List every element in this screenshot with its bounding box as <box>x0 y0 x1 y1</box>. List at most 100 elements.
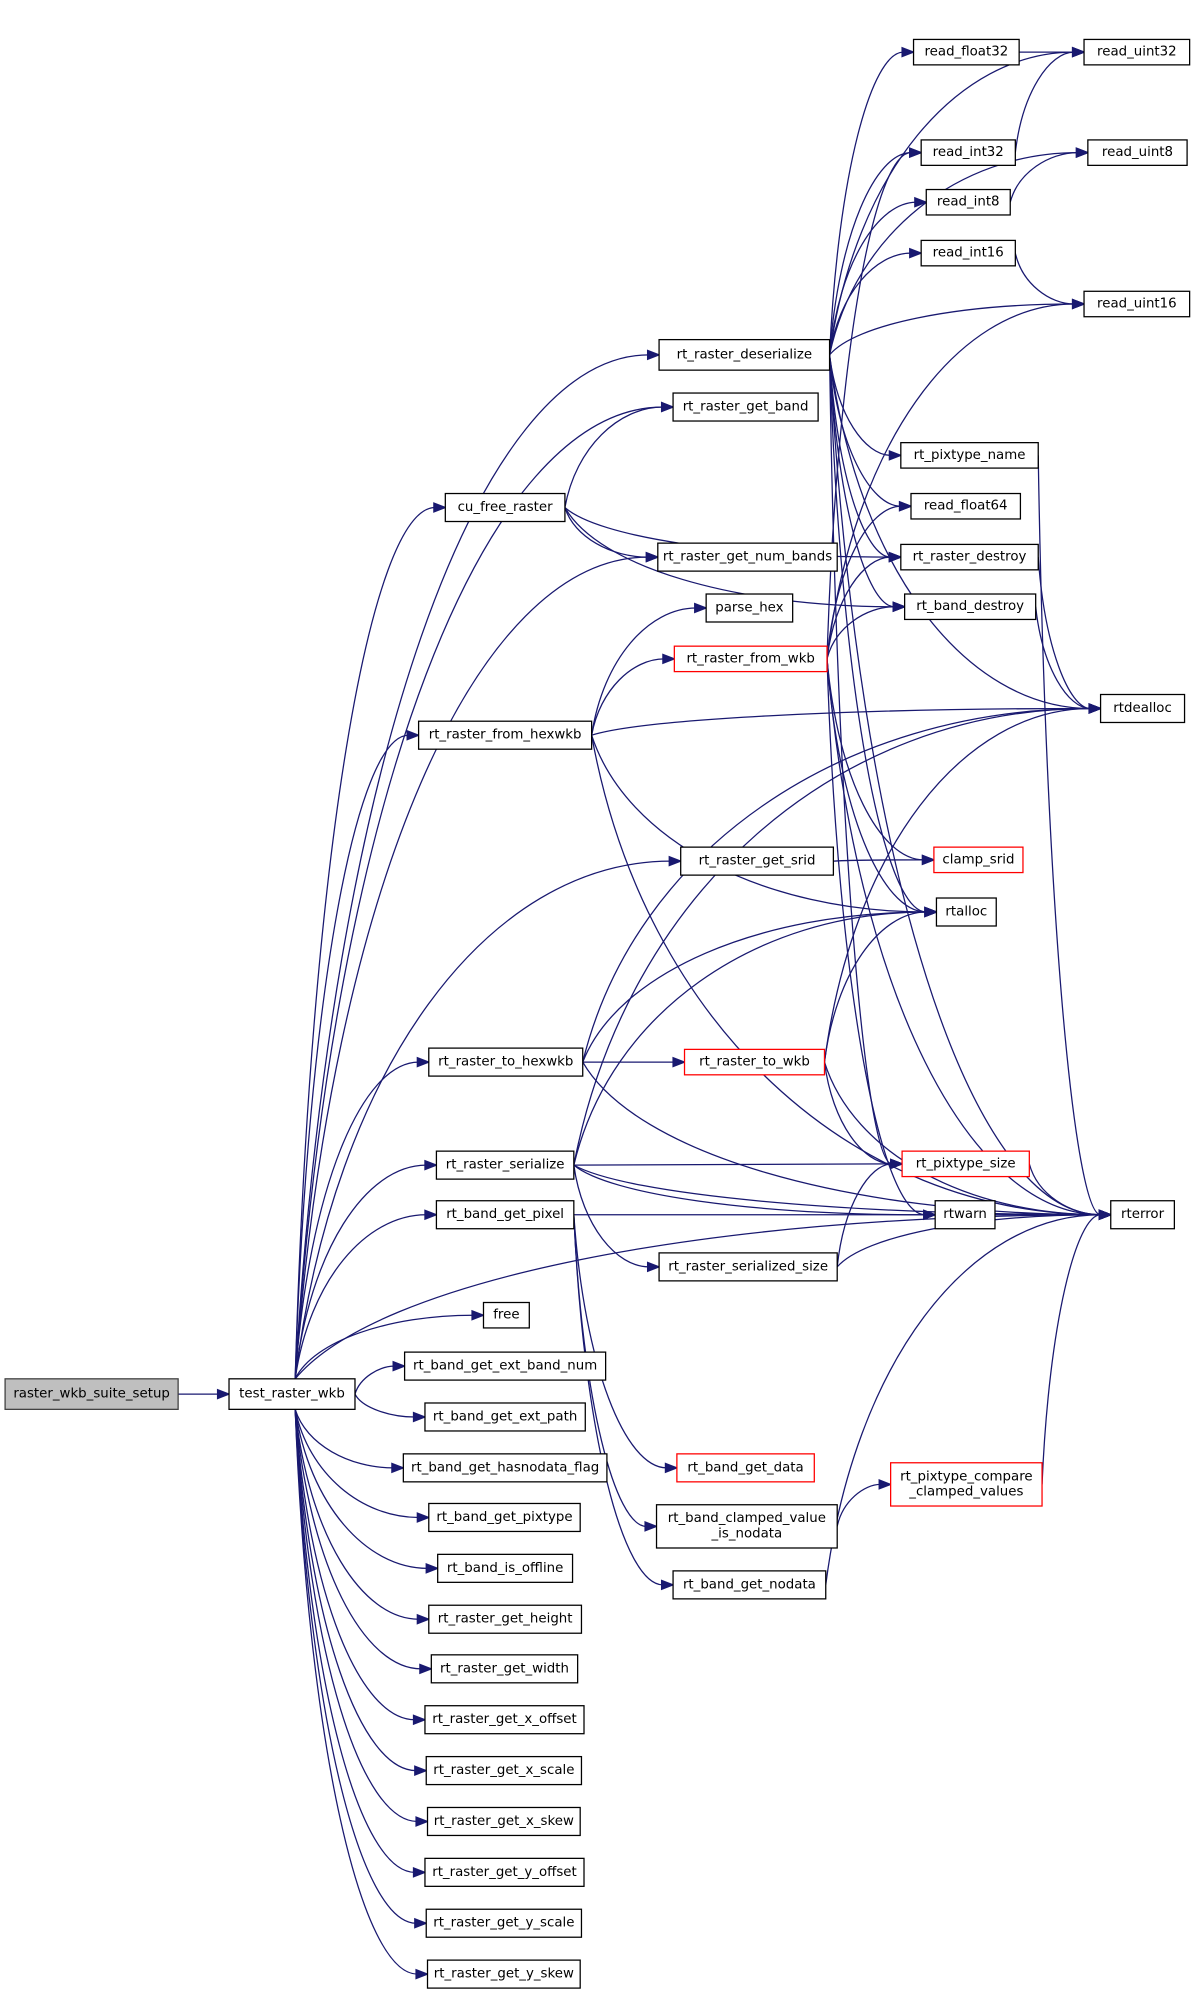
node-rtalloc[interactable]: rtalloc <box>935 897 997 927</box>
node-box <box>444 492 566 523</box>
arrowhead-rt_band_is_offline <box>425 1562 440 1574</box>
node-rt-raster-get-y-skew[interactable]: rt_raster_get_y_skew <box>426 1959 581 1989</box>
node-rt-raster-destroy[interactable]: rt_raster_destroy <box>900 543 1039 571</box>
node-rt-raster-get-num-bands[interactable]: rt_raster_get_num_bands <box>657 542 838 572</box>
node-rt-pixtype-size[interactable]: rt_pixtype_size <box>901 1150 1030 1178</box>
edge-rt_band_clamped_value_is_nodata-to-rt_pixtype_compare_clamped_values <box>836 1483 881 1527</box>
node-rt-raster-get-height[interactable]: rt_raster_get_height <box>428 1604 583 1634</box>
node-box <box>403 1351 607 1381</box>
node-rt-pixtype-name[interactable]: rt_pixtype_name <box>900 442 1039 469</box>
node-rt-band-get-pixel[interactable]: rt_band_get_pixel <box>435 1200 575 1230</box>
node-raster-wkb-suite-setup[interactable]: raster_wkb_suite_setup <box>4 1378 179 1410</box>
arrowhead-rt_band_get_nodata <box>660 1579 675 1591</box>
node-rterror[interactable]: rterror <box>1110 1200 1176 1230</box>
edge-rt_raster_from_wkb-to-read_uint16 <box>826 303 1074 659</box>
arrowhead-rterror <box>1098 1209 1113 1221</box>
arrowhead-parse_hex <box>694 602 708 614</box>
edge-test_raster_wkb-to-rt_raster_get_y_skew <box>294 1409 418 1975</box>
node-label: rt_band_is_offline <box>447 1561 563 1576</box>
arrowhead-rt_raster_get_num_bands <box>645 551 660 563</box>
node-read-uint16[interactable]: read_uint16 <box>1083 290 1191 318</box>
node-box <box>425 1908 583 1938</box>
node-box <box>672 392 819 422</box>
node-parse-hex[interactable]: parse_hex <box>705 593 794 623</box>
node-rtwarn[interactable]: rtwarn <box>934 1200 996 1230</box>
node-box <box>655 1504 838 1549</box>
node-rt-band-get-ext-path[interactable]: rt_band_get_ext_path <box>424 1402 586 1432</box>
node-label-line1: rt_pixtype_compare <box>900 1469 1033 1484</box>
node-label-line1: rt_band_clamped_value <box>668 1511 826 1526</box>
node-label: read_float32 <box>924 45 1008 60</box>
arrowhead-rt_band_get_ext_path <box>412 1411 427 1423</box>
edge-test_raster_wkb-to-rt_band_get_hasnodata_flag <box>294 1409 394 1469</box>
node-read-uint8[interactable]: read_uint8 <box>1087 139 1188 166</box>
edge-rt_raster_from_wkb-to-rtalloc <box>826 658 927 913</box>
node-rt-raster-serialized-size[interactable]: rt_raster_serialized_size <box>658 1252 838 1282</box>
node-rt-raster-serialize[interactable]: rt_raster_serialize <box>435 1150 575 1180</box>
node-box <box>435 1200 575 1230</box>
node-rt-band-is-offline[interactable]: rt_band_is_offline <box>437 1553 574 1583</box>
node-read-int16[interactable]: read_int16 <box>920 239 1016 267</box>
edge-rt_raster_get_srid-to-clamp_srid <box>833 859 924 862</box>
edge-rt_raster_from_wkb-to-rt_band_destroy <box>826 606 895 660</box>
node-box <box>683 1048 826 1076</box>
node-label-line2: _clamped_values <box>908 1485 1023 1500</box>
node-rt-raster-get-x-scale[interactable]: rt_raster_get_x_scale <box>425 1755 583 1786</box>
node-label: rt_raster_serialize <box>446 1158 565 1173</box>
node-box <box>430 1654 579 1684</box>
edge-read_int32-to-read_uint32 <box>1014 51 1074 153</box>
node-rt-raster-get-x-skew[interactable]: rt_raster_get_x_skew <box>426 1806 581 1837</box>
node-rt-raster-deserialize[interactable]: rt_raster_deserialize <box>658 338 831 371</box>
node-rt-band-get-data[interactable]: rt_band_get_data <box>676 1453 815 1483</box>
edge-test_raster_wkb-to-rt_raster_get_height <box>294 1409 419 1620</box>
node-rtdealloc[interactable]: rtdealloc <box>1099 693 1186 724</box>
edge-rt_raster_serialize-to-rtwarn <box>573 1164 925 1216</box>
node-label: free <box>493 1308 519 1323</box>
arrowhead-rt_band_clamped_value_is_nodata <box>644 1520 659 1532</box>
edge-rt_raster_deserialize-to-read_int8 <box>828 201 917 355</box>
node-rt-raster-to-wkb[interactable]: rt_raster_to_wkb <box>683 1048 826 1076</box>
node-box <box>673 645 828 673</box>
node-label: rt_raster_get_num_bands <box>663 550 832 565</box>
edge-test_raster_wkb-to-rt_band_get_ext_band_num <box>354 1365 395 1395</box>
node-read-uint32[interactable]: read_uint32 <box>1083 38 1191 66</box>
node-rt-raster-get-x-offset[interactable]: rt_raster_get_x_offset <box>424 1705 585 1735</box>
node-label: parse_hex <box>715 601 783 616</box>
arrowhead-cu_free_raster <box>433 502 448 513</box>
node-rt-raster-get-y-offset[interactable]: rt_raster_get_y_offset <box>424 1857 585 1887</box>
node-rt-band-get-nodata[interactable]: rt_band_get_nodata <box>672 1570 827 1600</box>
node-clamp-srid[interactable]: clamp_srid <box>933 846 1024 874</box>
arrowhead-rt_band_get_pixtype <box>416 1512 431 1523</box>
node-read-float64[interactable]: read_float64 <box>910 492 1022 520</box>
node-label: rtdealloc <box>1113 701 1172 716</box>
node-rt-raster-from-wkb[interactable]: rt_raster_from_wkb <box>673 645 828 673</box>
node-rt-raster-get-srid[interactable]: rt_raster_get_srid <box>680 846 835 876</box>
node-rt-raster-to-hexwkb[interactable]: rt_raster_to_hexwkb <box>428 1047 584 1077</box>
edge-rt_band_get_nodata-to-rterror <box>825 1214 1101 1585</box>
node-rt-raster-get-band[interactable]: rt_raster_get_band <box>672 392 819 422</box>
node-rt-band-get-pixtype[interactable]: rt_band_get_pixtype <box>428 1502 581 1533</box>
arrowhead-read_int16 <box>909 247 923 259</box>
node-rt-band-clamped-value-is-nodata[interactable]: rt_band_clamped_value_is_nodata <box>655 1504 838 1549</box>
node-rt-pixtype-compare-clamped-values[interactable]: rt_pixtype_compare_clamped_values <box>890 1462 1043 1507</box>
node-free[interactable]: free <box>482 1301 530 1329</box>
node-read-int32[interactable]: read_int32 <box>920 139 1016 166</box>
edge-test_raster_wkb-to-rt_band_get_ext_path <box>354 1393 415 1418</box>
node-label: rt_raster_get_y_scale <box>433 1916 574 1931</box>
node-rt-raster-from-hexwkb[interactable]: rt_raster_from_hexwkb <box>417 720 593 750</box>
node-rt-raster-get-width[interactable]: rt_raster_get_width <box>430 1654 579 1684</box>
arrowhead-rt_raster_from_hexwkb <box>406 729 421 741</box>
node-rt-raster-get-y-scale[interactable]: rt_raster_get_y_scale <box>425 1908 583 1938</box>
node-label: rterror <box>1121 1207 1165 1222</box>
node-read-int8[interactable]: read_int8 <box>925 188 1011 216</box>
node-rt-band-destroy[interactable]: rt_band_destroy <box>903 593 1037 621</box>
node-box <box>482 1301 530 1329</box>
node-read-float32[interactable]: read_float32 <box>912 38 1020 66</box>
edge-cu_free_raster-to-rt_band_destroy <box>564 507 895 608</box>
node-cu-free-raster[interactable]: cu_free_raster <box>444 492 566 523</box>
node-rt-band-get-hasnodata-flag[interactable]: rt_band_get_hasnodata_flag <box>402 1453 608 1483</box>
node-test-raster-wkb[interactable]: test_raster_wkb <box>228 1378 356 1410</box>
node-box <box>920 139 1016 166</box>
node-rt-band-get-ext-band-num[interactable]: rt_band_get_ext_band_num <box>403 1351 607 1381</box>
arrowhead-rt_raster_deserialize <box>646 349 661 361</box>
